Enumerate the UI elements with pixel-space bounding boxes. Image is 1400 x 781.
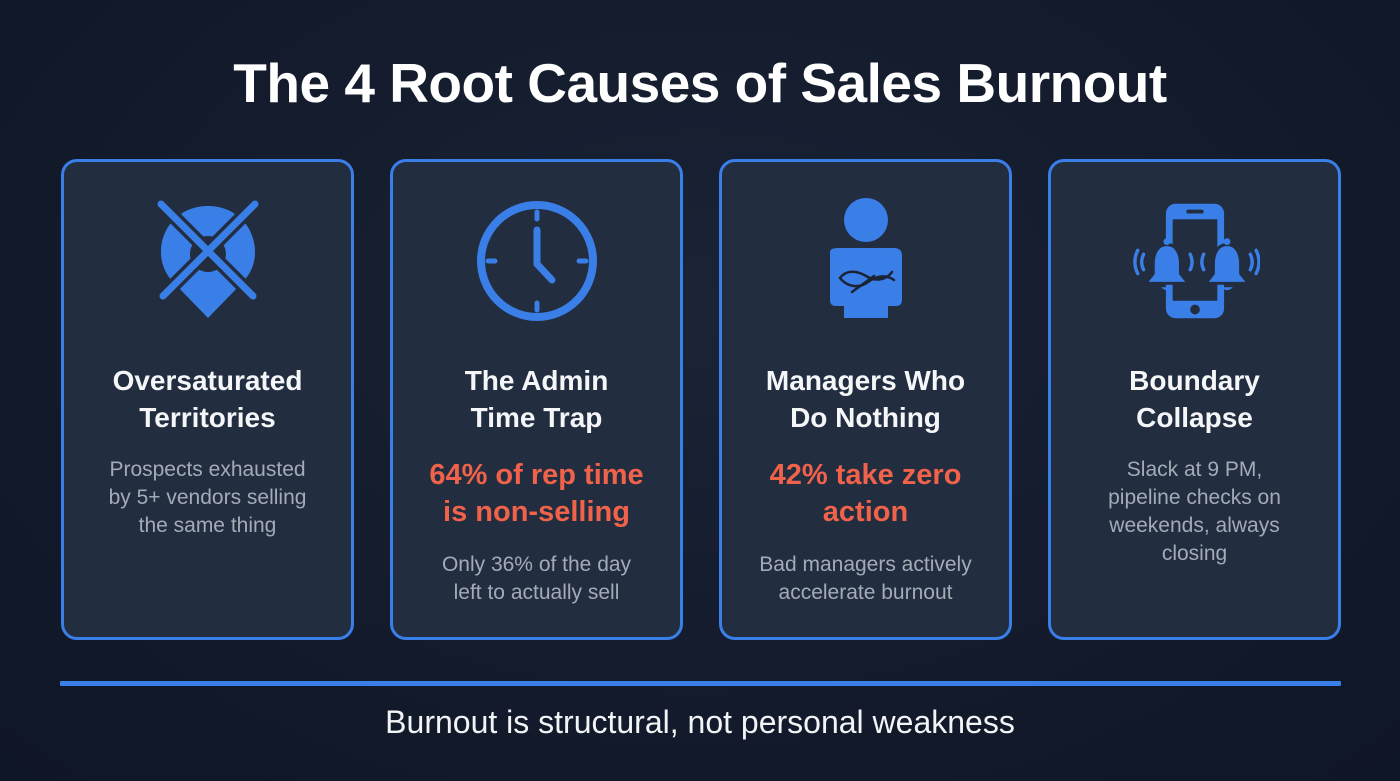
- card-boundary-collapse: Boundary Collapse Slack at 9 PM, pipelin…: [1048, 159, 1341, 640]
- footer-tagline: Burnout is structural, not personal weak…: [385, 704, 1015, 740]
- divider-line: [60, 681, 1341, 686]
- card-description: Slack at 9 PM, pipeline checks on weeken…: [1108, 458, 1281, 565]
- card-description: Prospects exhausted by 5+ vendors sellin…: [108, 458, 307, 537]
- card-description: Bad managers actively accelerate burnout: [759, 553, 972, 604]
- card-managers-who-do-nothing: Managers Who Do Nothing 42% take zero ac…: [719, 159, 1012, 640]
- card-oversaturated-territories: Oversaturated Territories Prospects exha…: [61, 159, 354, 640]
- location-pin-crossed-icon: [143, 196, 273, 326]
- card-title: The Admin Time Trap: [464, 365, 609, 433]
- clock-icon: [472, 196, 602, 326]
- card-title: Boundary Collapse: [1129, 365, 1260, 433]
- card-title: Managers Who Do Nothing: [765, 365, 966, 433]
- page-title: The 4 Root Causes of Sales Burnout: [233, 52, 1167, 114]
- person-arms-crossed-icon: [801, 196, 931, 326]
- card-stat: 64% of rep time is non-selling: [429, 459, 644, 528]
- card-stat: 42% take zero action: [769, 459, 962, 528]
- cause-cards: Oversaturated Territories Prospects exha…: [61, 159, 1341, 640]
- phone-ringing-bells-icon: [1130, 196, 1260, 326]
- card-title: Oversaturated Territories: [112, 365, 303, 433]
- card-admin-time-trap: The Admin Time Trap 64% of rep time is n…: [390, 159, 683, 640]
- card-description: Only 36% of the day left to actually sel…: [441, 553, 632, 604]
